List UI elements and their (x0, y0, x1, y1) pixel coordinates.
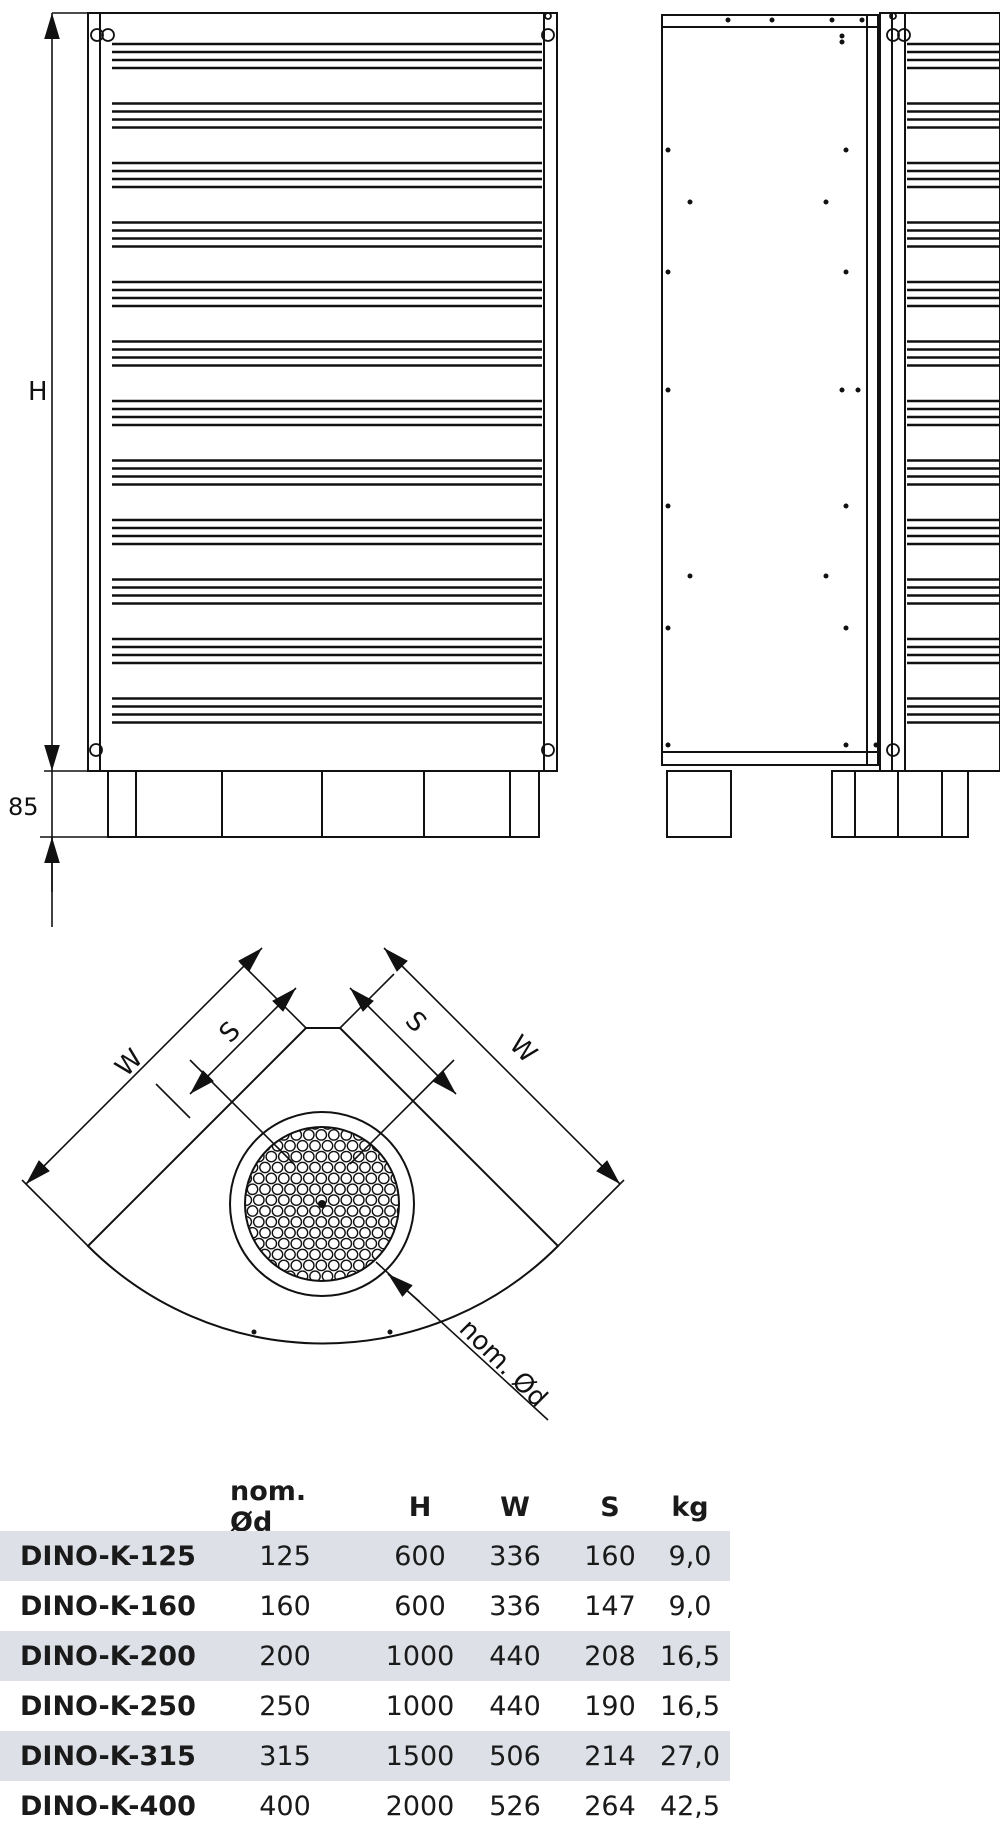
cell-width: 336 (489, 1540, 541, 1572)
side-panel (661, 14, 879, 766)
cell-height: 1000 (385, 1640, 455, 1672)
table-header: nom. Ød H W S kg (0, 1476, 730, 1538)
width-label-right: W (503, 1030, 542, 1069)
table-row: DINO-K-160 160 600 336 147 9,0 (0, 1581, 730, 1631)
front-plinth (107, 770, 540, 838)
cell-height: 600 (394, 1540, 446, 1572)
cell-height: 600 (394, 1590, 446, 1622)
cell-model: DINO-K-400 (20, 1790, 196, 1822)
cell-weight: 16,5 (659, 1640, 721, 1672)
cell-height: 1000 (385, 1690, 455, 1722)
height-label: H (28, 377, 48, 407)
height-dimension (40, 12, 108, 927)
cell-diameter: 160 (259, 1590, 311, 1622)
header-height: H (408, 1491, 432, 1523)
front-view (87, 12, 558, 838)
cell-height: 2000 (385, 1790, 455, 1822)
width-label-left: W (110, 1044, 149, 1083)
cell-model: DINO-K-315 (20, 1740, 196, 1772)
plan-view (86, 1027, 560, 1345)
cell-width: 336 (489, 1590, 541, 1622)
cell-spacing: 160 (584, 1540, 636, 1572)
cell-diameter: 315 (259, 1740, 311, 1772)
cell-model: DINO-K-200 (20, 1640, 196, 1672)
cell-model: DINO-K-160 (20, 1590, 196, 1622)
table-row: DINO-K-125 125 600 336 160 9,0 (0, 1531, 730, 1581)
header-diameter: nom. Ød (230, 1476, 307, 1538)
cell-spacing: 208 (584, 1640, 636, 1672)
table-row: DINO-K-315 315 1500 506 214 27,0 (0, 1731, 730, 1781)
base-height-label: 85 (8, 793, 39, 821)
header-weight: kg (671, 1491, 709, 1523)
cell-width: 506 (489, 1740, 541, 1772)
housing-outline (86, 1027, 560, 1345)
duct-collar (229, 1111, 415, 1297)
cell-diameter: 400 (259, 1790, 311, 1822)
table-row: DINO-K-250 250 1000 440 190 16,5 (0, 1681, 730, 1731)
table-row: DINO-K-400 400 2000 526 264 42,5 (0, 1781, 730, 1831)
cell-weight: 9,0 (668, 1540, 712, 1572)
cell-weight: 27,0 (659, 1740, 721, 1772)
side-rivets (665, 17, 879, 748)
plan-dimensions (21, 947, 625, 1421)
cell-spacing: 190 (584, 1690, 636, 1722)
cell-width: 440 (489, 1640, 541, 1672)
specification-table: nom. Ød H W S kg DINO-K-125 125 600 336 160 9… (0, 1476, 1000, 1831)
cell-height: 1500 (385, 1740, 455, 1772)
header-width: W (500, 1491, 530, 1523)
side-view (661, 12, 1000, 838)
spacing-label-right: S (399, 1006, 432, 1039)
table-row: DINO-K-200 200 1000 440 208 16,5 (0, 1631, 730, 1681)
cell-spacing: 214 (584, 1740, 636, 1772)
cell-diameter: 200 (259, 1640, 311, 1672)
spacing-label-left: S (214, 1016, 247, 1049)
cell-weight: 9,0 (668, 1590, 712, 1622)
cell-model: DINO-K-125 (20, 1540, 196, 1572)
cell-model: DINO-K-250 (20, 1690, 196, 1722)
cell-spacing: 147 (584, 1590, 636, 1622)
technical-drawing: H 85 (8, 12, 1000, 1421)
cell-diameter: 125 (259, 1540, 311, 1572)
cell-diameter: 250 (259, 1690, 311, 1722)
cell-weight: 42,5 (659, 1790, 721, 1822)
louvre-grilles (112, 42, 542, 724)
cell-width: 440 (489, 1690, 541, 1722)
mounting-holes (89, 12, 555, 757)
diameter-label: nom. Ød (453, 1314, 553, 1414)
cell-weight: 16,5 (659, 1690, 721, 1722)
header-spacing: S (600, 1491, 620, 1523)
cell-spacing: 264 (584, 1790, 636, 1822)
cell-width: 526 (489, 1790, 541, 1822)
